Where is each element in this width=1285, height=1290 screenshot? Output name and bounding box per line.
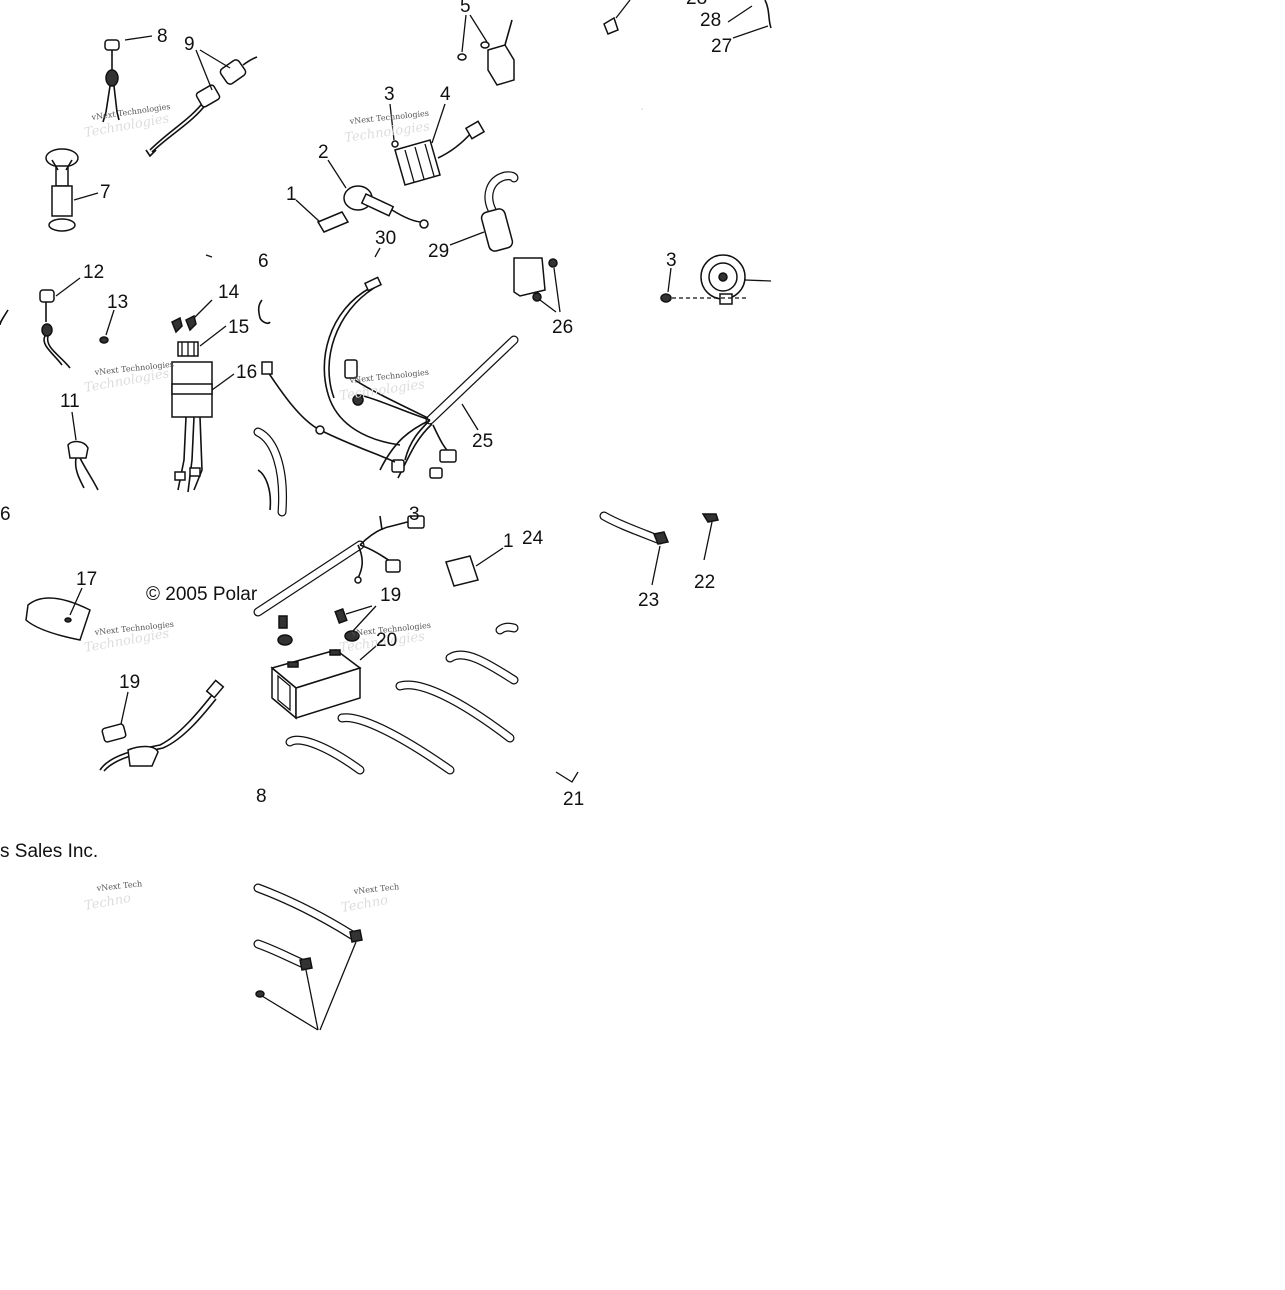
- copyright-text-continued: s Sales Inc.: [0, 841, 98, 862]
- callout-21: 21: [563, 789, 584, 810]
- callout-19: 19: [380, 585, 401, 606]
- callout-16: 17: [76, 569, 97, 590]
- part-horn: [660, 254, 772, 305]
- tile-center: vNext Technologies Technologies 6 25: [253, 251, 519, 517]
- callout-14: 15: [228, 317, 249, 338]
- callout-22: 22: [694, 572, 715, 593]
- callout-2: 2: [318, 142, 329, 163]
- callout-9: 9: [184, 34, 195, 55]
- callout-4: 4: [440, 84, 451, 105]
- tile-bottom-left-partial: vNext Tech Techno: [83, 879, 142, 914]
- part-25-main-harness: [261, 276, 519, 479]
- part-4-relay: [394, 120, 486, 186]
- callout-26: 26: [552, 317, 573, 338]
- callout-1: 1: [286, 184, 297, 205]
- callout-20: 20: [376, 630, 397, 651]
- tile-edge-mask: [257, 570, 271, 610]
- callout-29: 29: [428, 241, 449, 262]
- callout-1-cut: 1: [503, 531, 514, 552]
- callout-23: 23: [638, 590, 659, 611]
- tile-top-right: . 28 28 27: [603, 0, 772, 114]
- callout-17: 19: [119, 672, 140, 693]
- callout-10: 11: [60, 391, 80, 412]
- tile-bottom-center-partial: vNext Tech Techno: [253, 882, 400, 1031]
- part-8-socket: [102, 39, 120, 123]
- callout-13: 14: [218, 282, 240, 303]
- tile-lower-center: vNext Technologies Technologies 3 1 24 1…: [253, 504, 544, 775]
- callout-3: 3: [384, 84, 395, 105]
- callout-27: 27: [711, 36, 732, 57]
- callout-5: 5: [460, 0, 471, 17]
- watermark-ghost: Techno: [340, 893, 389, 916]
- part-7-key-switch: [45, 148, 79, 232]
- callout-25: 25: [472, 431, 493, 452]
- callout-3-cut: 3: [666, 250, 677, 271]
- outer-fragments: 21 8 s Sales Inc.: [0, 771, 584, 862]
- part-20-battery: [270, 649, 362, 720]
- callout-12: 13: [107, 292, 128, 313]
- watermark-ghost: Techno: [83, 891, 132, 914]
- callout-28-top: 28: [686, 0, 707, 9]
- callout-3-cut: 3: [409, 504, 420, 525]
- callout-28: 28: [700, 10, 721, 31]
- tile-lower-left: vNext Technologies Technologies 17 19 © …: [25, 569, 271, 772]
- part-11-socket: [39, 289, 71, 369]
- tile-mid-right: 26 3: [513, 250, 772, 338]
- callout-24: 24: [522, 528, 544, 549]
- callout-11: 12: [83, 262, 104, 283]
- tile-top-middle: vNext Technologies Technologies 5 3 4 2 …: [286, 0, 519, 262]
- copyright-text: © 2005 Polaris: [146, 584, 271, 605]
- callout-8-cut: 8: [256, 786, 267, 807]
- part-2-solenoid: [343, 185, 429, 229]
- callout-30: 30: [375, 228, 396, 249]
- callout-7: 7: [100, 182, 111, 203]
- part-10-indicator: [67, 440, 99, 491]
- callout-6-cut: 6: [0, 504, 11, 525]
- watermark-ghost: .: [640, 99, 644, 114]
- callout-15: 16: [236, 362, 257, 383]
- tile-lower-right: 23 22: [599, 511, 719, 611]
- part-15-cdi-box: [171, 361, 213, 493]
- callout-8: 8: [157, 26, 168, 47]
- callout-6-cut: 6: [258, 251, 269, 272]
- watermark: vNext Tech: [95, 879, 142, 893]
- tile-top-left: vNext Technologies Technologies 8 9 7: [45, 26, 258, 232]
- tile-mid-left: vNext Technologies Technologies 12 13 14…: [0, 254, 257, 525]
